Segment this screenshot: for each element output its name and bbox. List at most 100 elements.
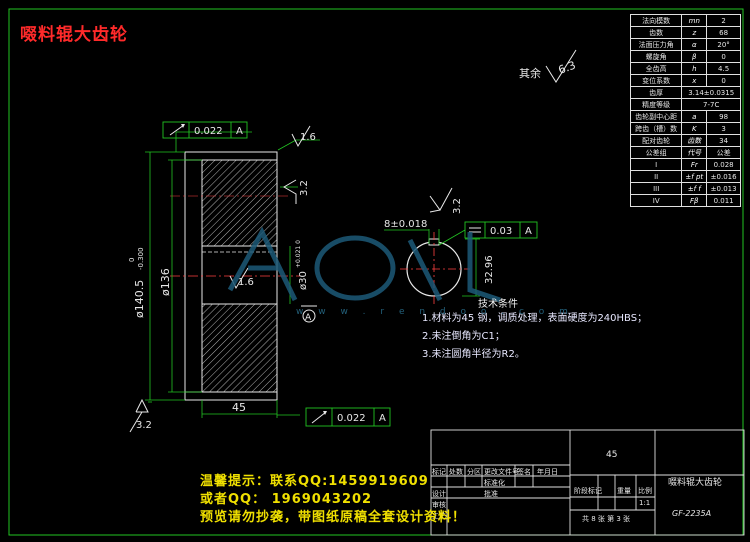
param-value: 0 xyxy=(706,50,741,63)
param-row: III±f f±0.013 xyxy=(629,182,741,195)
width-text: 45 xyxy=(232,401,246,414)
outer-dia-tol-upper: 0 xyxy=(128,258,136,262)
param-value: 公差 xyxy=(706,146,741,159)
section-dimensions xyxy=(145,131,320,418)
outer-dia-text: ø140.5 xyxy=(133,280,146,318)
roughness-other-value: 6.3 xyxy=(557,59,578,77)
datum-a-label: A xyxy=(305,313,312,323)
notes-heading: 技术条件 xyxy=(478,299,518,310)
param-value: ±0.013 xyxy=(706,182,741,195)
outer-dia-tol-lower: -0.300 xyxy=(137,247,145,270)
param-value: ±0.016 xyxy=(706,170,741,183)
tolerance-frame-top: 0.022 A xyxy=(162,121,248,139)
param-name: 精度等级 xyxy=(629,98,683,111)
param-symbol: Fr xyxy=(681,158,708,171)
gear-section-view xyxy=(170,151,300,401)
param-name: 螺旋角 xyxy=(629,50,683,63)
param-name: 法面压力角 xyxy=(629,38,683,51)
scale-text: 1:1 xyxy=(639,499,651,507)
drawing-number-text: GF-2235A xyxy=(672,509,712,518)
tol-bottom-datum: A xyxy=(379,413,386,424)
tb-label: 重量 xyxy=(617,487,631,495)
keyway-depth-text: 32.96 xyxy=(484,255,495,284)
param-symbol: x xyxy=(681,74,708,87)
roughness-2-value: 3.2 xyxy=(299,180,310,196)
roughness-1-value: 1.6 xyxy=(300,132,316,143)
param-symbol: ±f pt xyxy=(681,170,708,183)
param-name: 齿厚 xyxy=(629,86,683,99)
drawing-border xyxy=(8,8,744,536)
param-symbol: Fβ xyxy=(681,194,708,207)
watermark-logo xyxy=(227,226,501,303)
tb-label: 标准化 xyxy=(484,479,505,487)
param-value: 3.14±0.0315 xyxy=(681,86,741,99)
drawing-title: 啜料辊大齿轮 xyxy=(20,25,128,45)
tb-row-label: 处数 xyxy=(449,468,463,476)
param-row: II±f pt±0.016 xyxy=(629,170,741,183)
param-symbol: h xyxy=(681,62,708,75)
tb-row-label: 更改文件号 xyxy=(484,468,519,476)
promo-line: 或者QQ： 1969043202 xyxy=(200,492,373,507)
note-item: 2.未注倒角为C1； xyxy=(422,331,505,342)
roughness-5-value: 3.2 xyxy=(452,198,463,214)
param-value: 34 xyxy=(706,134,741,147)
tb-row-label: 标记 xyxy=(432,468,446,476)
param-value: 4.5 xyxy=(706,62,741,75)
keyway-width-text: 8±0.018 xyxy=(384,219,427,230)
tb-row-label: 年月日 xyxy=(537,468,558,476)
tolerance-frame-key: 0.03 A xyxy=(438,221,538,246)
roughness-mark-1 xyxy=(291,125,311,148)
datum-a-circle xyxy=(302,309,316,323)
promo-text: 温馨提示：联系QQ:1459919609 或者QQ： 1969043202 预览… xyxy=(200,473,466,527)
param-value: 98 xyxy=(706,110,741,123)
tol-top-datum: A xyxy=(236,126,243,137)
param-value: 0 xyxy=(706,74,741,87)
keyway-view xyxy=(384,229,480,305)
param-name: 全齿高 xyxy=(629,62,683,75)
param-symbol: a xyxy=(681,110,708,123)
param-name: II xyxy=(629,170,683,183)
lower-hatch xyxy=(201,303,278,393)
roughness-mark-2 xyxy=(283,179,297,204)
roughness-other-symbol xyxy=(545,49,577,83)
param-symbol: K xyxy=(681,122,708,135)
param-value: 2 xyxy=(706,14,741,27)
param-symbol: 齿数 xyxy=(681,134,708,147)
part-name-text: 啜料辊大齿轮 xyxy=(668,478,723,488)
tol-bottom-value: 0.022 xyxy=(337,413,366,424)
param-symbol: 代号 xyxy=(681,146,708,159)
upper-hatch xyxy=(201,159,278,247)
param-name: I xyxy=(629,158,683,171)
note-item: 1.材料为45 钢，调质处理，表面硬度为240HBS； xyxy=(422,313,648,324)
tb-row-label: 分区 xyxy=(467,468,481,476)
param-name: III xyxy=(629,182,683,195)
param-symbol: z xyxy=(681,26,708,39)
tb-label: 设计 xyxy=(432,490,446,498)
param-row: 公差组代号公差 xyxy=(629,146,741,159)
param-value: 0.011 xyxy=(706,194,741,207)
tb-row-label: 签名 xyxy=(517,468,531,476)
watermark-text: w w w . r e n d o o . c o m xyxy=(296,307,574,317)
roughness-mark-5 xyxy=(429,187,453,213)
param-name: 跨齿（槽）数 xyxy=(629,122,683,135)
bore-tol-text: +0.021 0 xyxy=(295,240,302,268)
roughness-3-value: 1.6 xyxy=(238,277,254,288)
param-symbol: mn xyxy=(681,14,708,27)
roughness-mark-3 xyxy=(229,267,249,290)
sheet-count-text: 共 8 张 第 3 张 xyxy=(582,515,631,523)
technical-notes: 技术条件 1.材料为45 钢，调质处理，表面硬度为240HBS； 2.未注倒角为… xyxy=(422,299,648,364)
tb-label: 比例 xyxy=(638,487,652,495)
param-name: 公差组 xyxy=(629,146,683,159)
roughness-other-label: 其余 xyxy=(519,66,541,80)
